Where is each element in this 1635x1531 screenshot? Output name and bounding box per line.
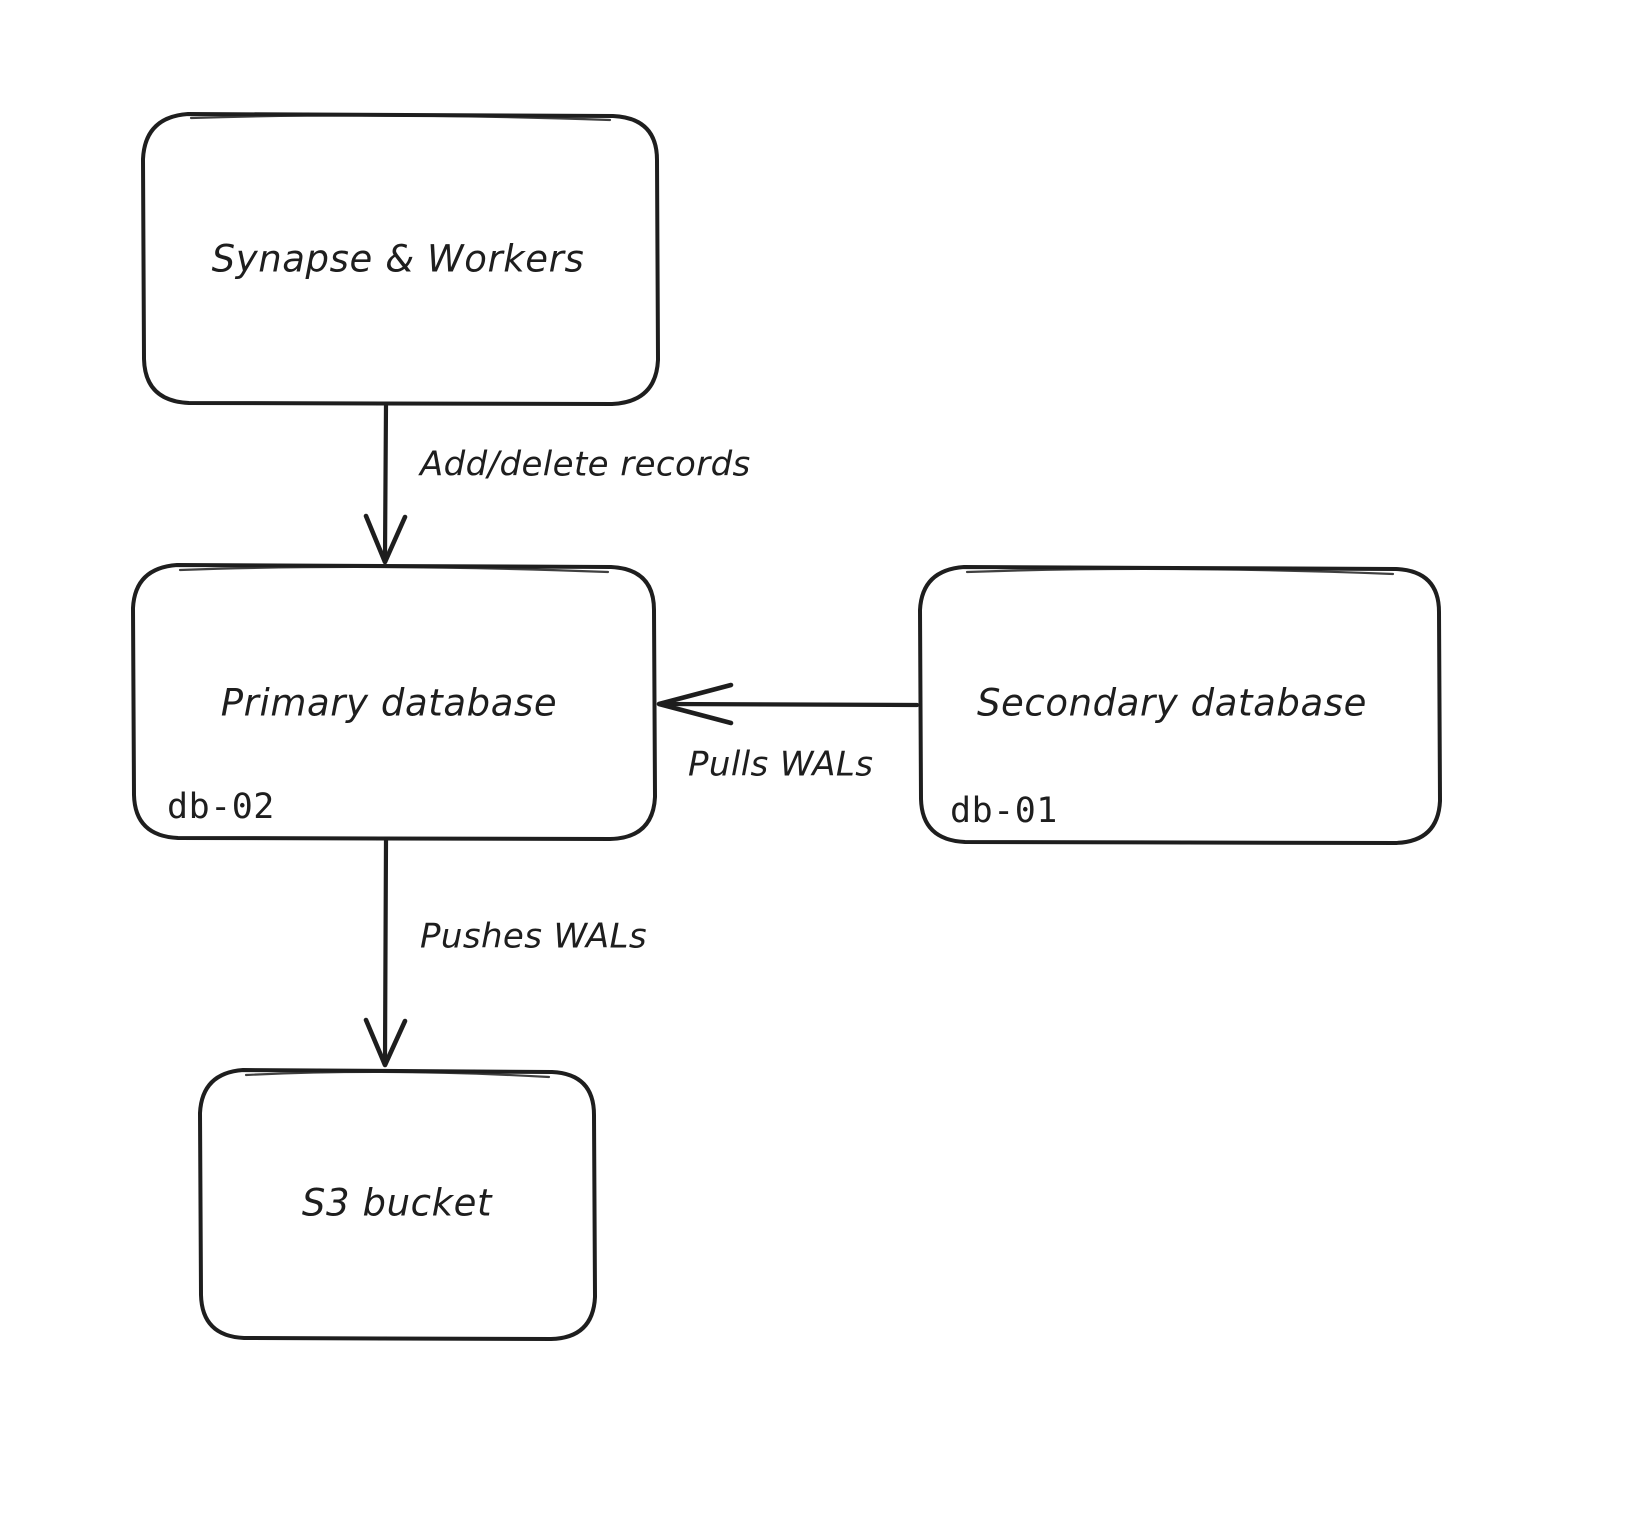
node-primary-database[interactable]: Primary database db-02 bbox=[131, 563, 657, 841]
node-secondary-database-shape bbox=[918, 565, 1442, 845]
node-secondary-database[interactable]: Secondary database db-01 bbox=[918, 565, 1442, 845]
node-primary-database-shape bbox=[131, 563, 657, 841]
node-synapse-workers-title: Synapse & Workers bbox=[212, 238, 585, 281]
node-s3-bucket-shape bbox=[198, 1068, 597, 1341]
edge-synapse-to-primary[interactable]: Add/delete records bbox=[363, 401, 751, 565]
node-secondary-database-title: Secondary database bbox=[977, 682, 1367, 725]
node-s3-bucket[interactable]: S3 bucket bbox=[198, 1068, 597, 1341]
edge-primary-to-s3-line bbox=[382, 837, 389, 1061]
node-s3-bucket-sketch bbox=[244, 1070, 551, 1079]
node-secondary-database-sketch bbox=[965, 567, 1395, 576]
edge-primary-to-s3[interactable]: Pushes WALs bbox=[363, 837, 647, 1068]
node-synapse-workers[interactable]: Synapse & Workers bbox=[141, 112, 660, 406]
edge-synapse-to-primary-arrowhead bbox=[363, 513, 408, 565]
edge-secondary-to-primary-arrowhead bbox=[656, 682, 734, 726]
edge-synapse-to-primary-line bbox=[382, 401, 389, 558]
edge-secondary-to-primary[interactable]: Pulls WALs bbox=[656, 682, 920, 785]
edge-synapse-to-primary-label: Add/delete records bbox=[418, 445, 751, 485]
node-synapse-workers-shape bbox=[141, 112, 660, 406]
node-primary-database-title: Primary database bbox=[221, 682, 558, 725]
edge-secondary-to-primary-line bbox=[662, 701, 920, 708]
node-primary-database-sketch bbox=[178, 565, 610, 574]
node-primary-database-subtitle: db-02 bbox=[167, 787, 275, 827]
edge-primary-to-s3-arrowhead bbox=[363, 1017, 408, 1068]
edge-secondary-to-primary-label: Pulls WALs bbox=[688, 745, 873, 785]
node-secondary-database-subtitle: db-01 bbox=[950, 791, 1058, 831]
edge-primary-to-s3-label: Pushes WALs bbox=[420, 917, 647, 957]
node-synapse-workers-sketch bbox=[189, 114, 612, 122]
node-s3-bucket-title: S3 bucket bbox=[302, 1182, 493, 1225]
